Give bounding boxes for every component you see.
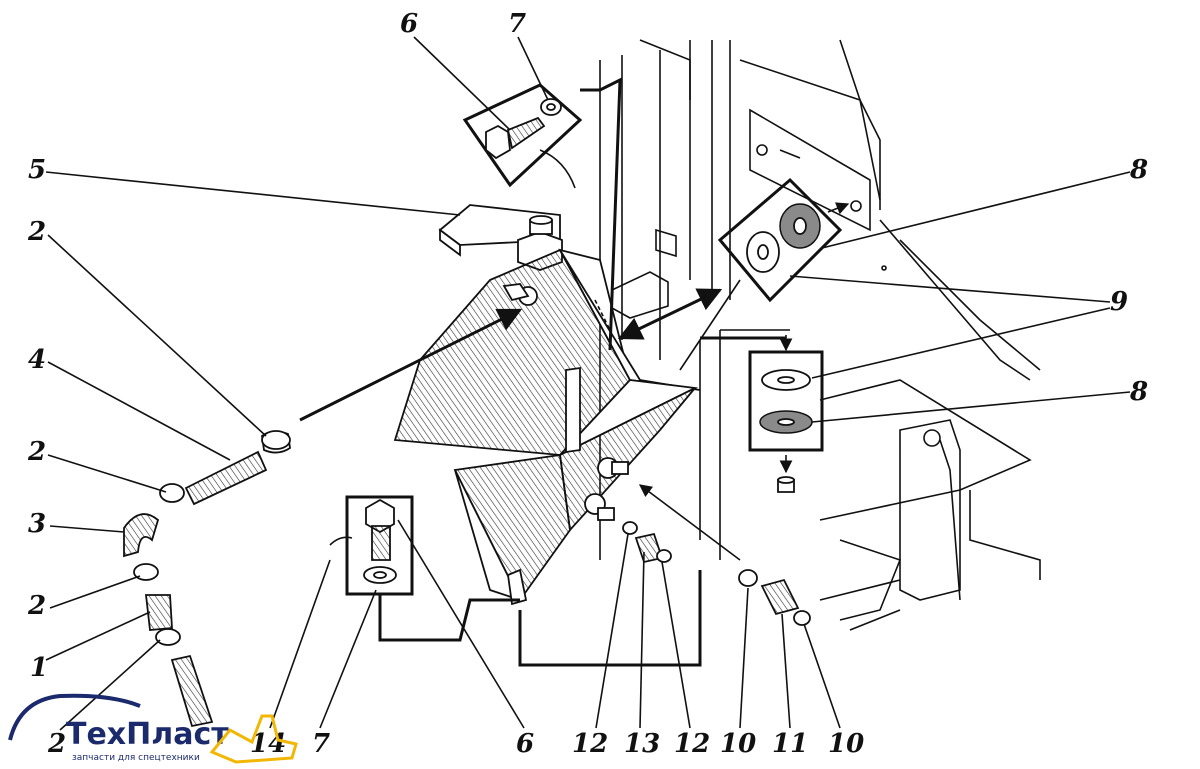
callout-13: 13 [624,729,660,759]
callout-12-a: 12 [572,729,608,759]
fittings-bottom [622,521,811,626]
excavator-icon [209,714,298,764]
callout-5: 5 [28,155,46,185]
callout-6-top: 6 [400,9,418,39]
callout-7-bottom: 7 [312,729,330,759]
assembly-arrows [299,279,741,667]
callout-6-bottom: 6 [516,729,534,759]
callout-10-a: 10 [720,729,756,759]
callout-12-b: 12 [674,729,710,759]
callout-11: 11 [772,729,808,759]
bolt-detail-bottom [329,495,520,642]
washer-detail-top [717,177,850,303]
callout-1: 1 [30,653,48,683]
callout-2-d: 2 [47,729,66,759]
callout-2-c: 2 [27,591,46,621]
callout-2-b: 2 [27,437,46,467]
callout-9: 9 [1110,287,1128,317]
logo-name-part2: Пласт [126,717,229,752]
callout-10-b: 10 [828,729,864,759]
callout-labels: 6 7 5 8 2 9 4 8 2 3 2 1 2 14 7 6 12 13 1… [27,9,1148,759]
svg-text:ТехПласт: ТехПласт [66,717,229,752]
leader-lines [45,36,1131,731]
logo-name-part1: Тех [66,717,126,752]
hydraulic-tank [393,204,701,606]
callout-2-a: 2 [27,217,46,247]
callout-3: 3 [28,509,46,539]
callout-8-bottom: 8 [1129,377,1148,407]
bolt-detail-top [462,77,622,351]
washer-detail-bottom [700,335,824,493]
callout-7-top: 7 [508,9,526,39]
logo-swoosh-icon [8,693,141,741]
machine-frame [599,39,1041,631]
brand-logo: ТехПласт запчасти для спецтехники [8,693,298,764]
callout-8-top: 8 [1129,155,1148,185]
callout-4: 4 [28,345,46,375]
hose-assembly [123,430,291,728]
logo-tagline: запчасти для спецтехники [72,753,200,763]
